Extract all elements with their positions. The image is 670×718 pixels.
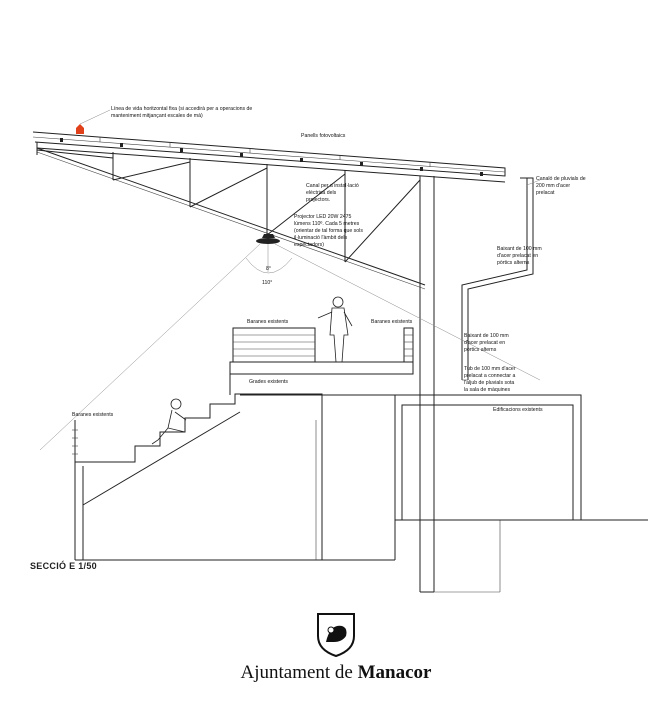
railings-left-label: Baranes existents <box>247 319 289 325</box>
svg-text:projectors.: projectors. <box>306 197 330 203</box>
municipal-logo: Ajuntament de Manacor <box>236 610 436 690</box>
svg-text:prelacat: prelacat <box>536 190 555 196</box>
svg-text:la sala de màquines: la sala de màquines <box>464 387 511 393</box>
lifeline-label: Línea de vida horitzontal fixa (si acced… <box>111 106 252 112</box>
architectural-section-drawing: Línea de vida horitzontal fixa (si acced… <box>32 106 648 593</box>
svg-text:l'aljub de pluvials sota: l'aljub de pluvials sota <box>464 380 514 386</box>
projector-label: Projector LED 20W 2475 <box>294 214 351 220</box>
svg-text:espectadors): espectadors) <box>294 242 324 248</box>
svg-text:manteniment mitjançant escales: manteniment mitjançant escales de mà) <box>111 113 203 119</box>
standing-person-icon <box>317 296 353 363</box>
roof-truss <box>32 109 506 290</box>
angle-8-label: 8° <box>266 266 271 272</box>
stands-structure <box>72 327 414 561</box>
seated-person-icon <box>151 398 187 445</box>
svg-text:d'acer prelacat en: d'acer prelacat en <box>464 340 505 346</box>
municipality-name: Ajuntament de Manacor <box>240 662 432 683</box>
angle-110-label: 110° <box>262 280 272 286</box>
downpipe <box>461 177 541 381</box>
stands-label: Grades existents <box>249 379 288 385</box>
existing-buildings <box>394 394 648 521</box>
railings-right-label: Baranes existents <box>371 319 413 325</box>
column <box>419 176 501 593</box>
tube-label: Tub de 100 mm d'acer <box>464 366 516 372</box>
section-title: SECCIÓ E 1/50 <box>30 561 97 571</box>
svg-text:d'acer prelacat en: d'acer prelacat en <box>497 253 538 259</box>
solar-panels-label: Panells fotovoltaics <box>301 133 346 139</box>
svg-text:lúmens 110º. Cada 5 metres: lúmens 110º. Cada 5 metres <box>294 221 360 227</box>
channel-label: Canal per a instal·lació <box>306 183 359 189</box>
coat-of-arms-icon <box>317 613 355 658</box>
svg-text:(orientar de tal forma que sol: (orientar de tal forma que sols <box>294 228 363 234</box>
svg-text:elèctrica dels: elèctrica dels <box>306 190 337 196</box>
svg-text:200 mm d'acer: 200 mm d'acer <box>536 183 570 189</box>
gutter-label: Canaló de pluvials de <box>536 176 586 182</box>
downpipe-lower-label: Baixant de 100 mm <box>464 333 509 339</box>
svg-text:prelacat a connectar a: prelacat a connectar a <box>464 373 515 379</box>
lifeline-marker <box>76 124 84 134</box>
upper-railing <box>232 327 414 363</box>
downpipe-upper-label: Baixant de 100 mm <box>497 246 542 252</box>
buildings-label: Edificacions existents <box>493 407 543 413</box>
annotations: Línea de vida horitzontal fixa (si acced… <box>72 106 586 418</box>
low-railing <box>72 420 78 462</box>
svg-text:il·luminació l'àmbit dels: il·luminació l'àmbit dels <box>294 235 348 241</box>
railings-low-label: Baranes existents <box>72 412 114 418</box>
projector-icon <box>39 234 541 451</box>
svg-text:pòrtics alterns: pòrtics alterns <box>497 260 530 266</box>
svg-text:pòrtics alterns: pòrtics alterns <box>464 347 497 353</box>
